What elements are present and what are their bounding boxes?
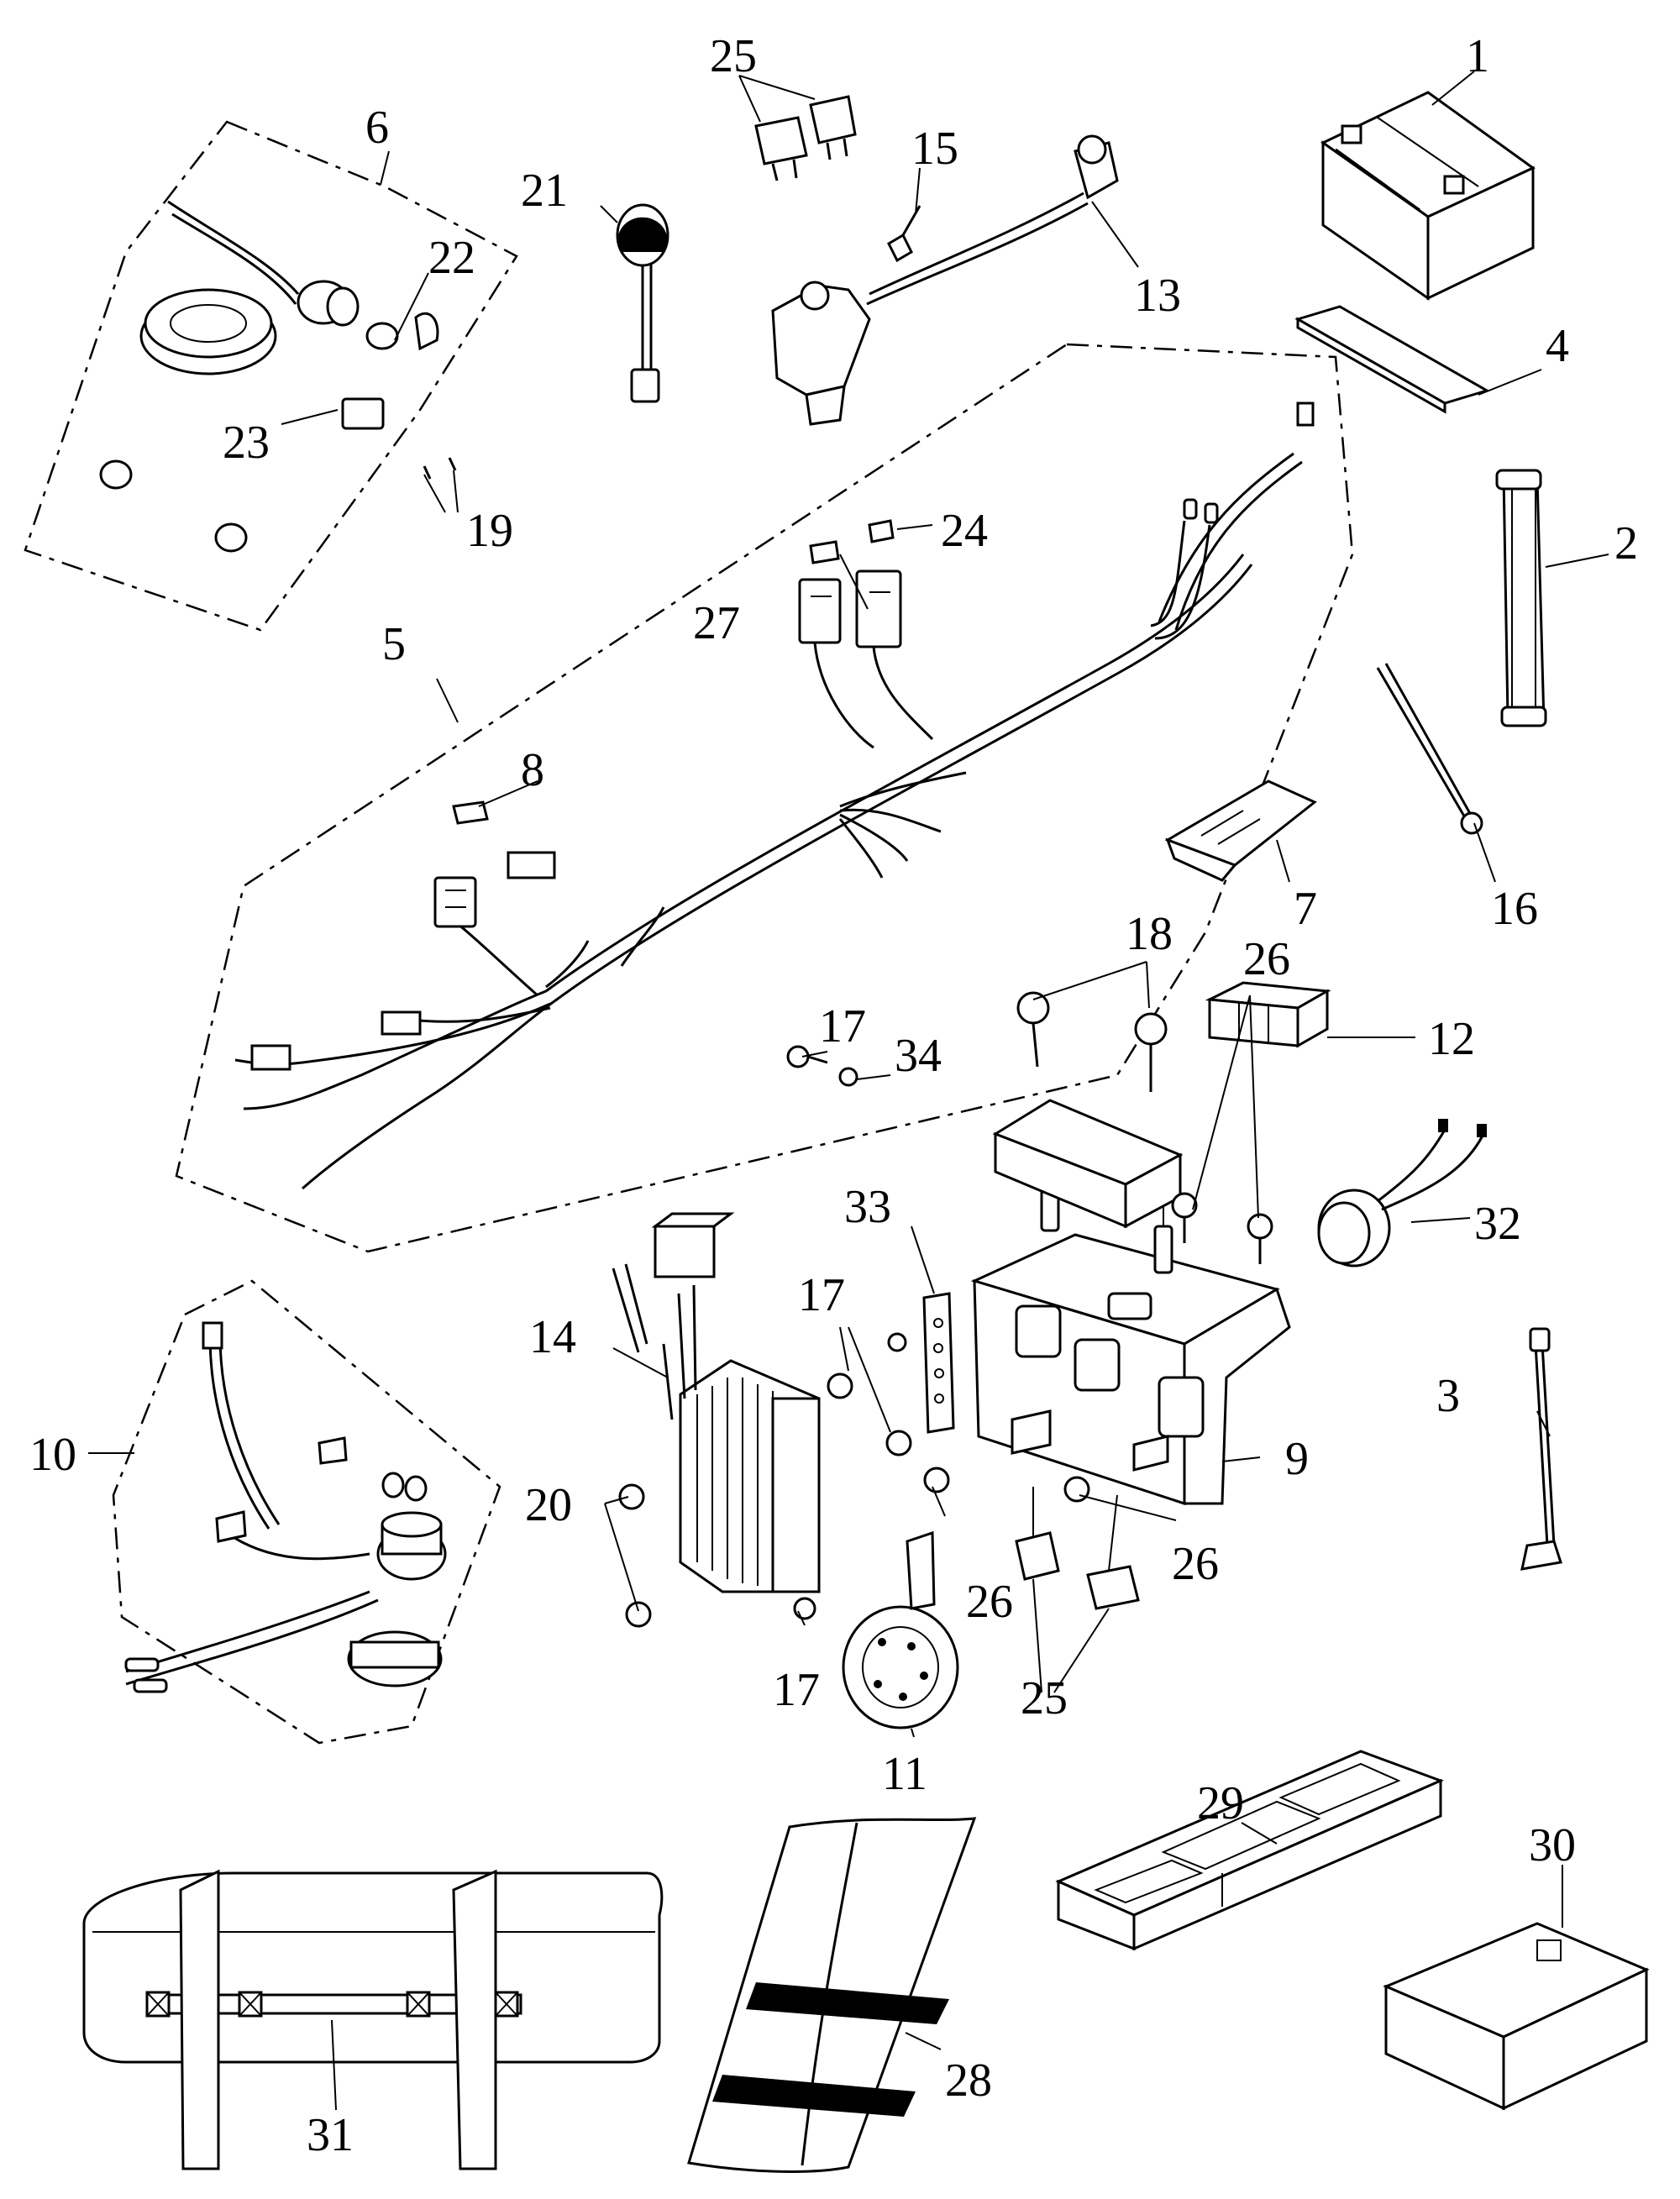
horn-icon (842, 1530, 959, 1729)
electrical-bracket-icon (970, 1142, 1291, 1506)
callout-32: 32 (1474, 1198, 1521, 1250)
regulator-rectifier-icon (612, 1212, 821, 1593)
kit-10-outline (112, 1279, 501, 1745)
starter-relay-kit-icon (124, 1321, 447, 1693)
callout-17c: 17 (773, 1664, 820, 1716)
callout-8: 8 (521, 744, 544, 796)
cable-tie-icon (1376, 663, 1483, 835)
callout-5: 5 (382, 618, 406, 670)
callout-9: 9 (1285, 1433, 1309, 1485)
box-icon (1383, 1922, 1650, 2111)
callout-1: 1 (1466, 30, 1489, 82)
battery-icon (1320, 91, 1536, 301)
callout-7: 7 (1294, 883, 1317, 935)
ignition-switch-kit-icon (99, 200, 457, 553)
spark-plug-icon (887, 205, 921, 263)
wire-harness-icon (234, 401, 1315, 1190)
callout-17a: 17 (819, 1000, 866, 1052)
callout-23: 23 (223, 417, 270, 469)
callout-18: 18 (1126, 908, 1173, 960)
callout-11: 11 (882, 1748, 927, 1800)
callout-2: 2 (1614, 517, 1638, 569)
callout-33: 33 (844, 1181, 891, 1233)
callout-6: 6 (365, 102, 389, 154)
callout-24: 24 (941, 505, 988, 557)
fuse-holder-bag-icon (1164, 779, 1317, 882)
leader-lines (88, 71, 1609, 2111)
callout-34: 34 (895, 1030, 942, 1082)
battery-strap-icon (1495, 469, 1547, 727)
callout-16: 16 (1491, 883, 1538, 935)
ground-cable-icon (1520, 1327, 1562, 1571)
callout-30: 30 (1529, 1819, 1576, 1871)
callout-29: 29 (1197, 1777, 1244, 1829)
callout-27: 27 (693, 597, 740, 649)
kit-6-outline (24, 120, 518, 632)
callout-26c: 26 (1172, 1538, 1219, 1590)
stay-plate-icon (922, 1292, 955, 1434)
callout-3: 3 (1436, 1370, 1460, 1422)
tool-case-icon (1055, 1750, 1445, 1951)
callout-21: 21 (521, 165, 568, 217)
callout-labels: 1 2 3 4 5 6 7 8 9 10 11 12 13 14 15 16 1… (29, 30, 1638, 2161)
callout-28: 28 (945, 2055, 992, 2107)
relay-icon (754, 95, 857, 181)
callout-31: 31 (307, 2109, 354, 2161)
callout-22: 22 (428, 232, 475, 284)
callout-15: 15 (911, 123, 958, 175)
switch-icon (1317, 1119, 1487, 1267)
callout-10: 10 (29, 1429, 76, 1481)
callout-25b: 25 (1021, 1672, 1068, 1724)
bolt-icon (618, 991, 1273, 1628)
callout-25a: 25 (710, 30, 757, 82)
indicator-switch-icon (616, 203, 669, 403)
cdi-unit-icon (1205, 981, 1331, 1048)
rubber-pad-icon (1294, 305, 1490, 414)
callout-20: 20 (525, 1479, 572, 1531)
ignition-coil-icon (771, 134, 1119, 426)
callout-26b: 26 (966, 1576, 1013, 1628)
callout-4: 4 (1546, 320, 1569, 372)
relay-bottom-icon (1015, 1487, 1140, 1610)
callout-14: 14 (529, 1311, 576, 1363)
kit-5-outline (175, 343, 1354, 1253)
cdi-mount-icon (992, 1099, 1184, 1229)
cover-sheet-icon (687, 1817, 977, 2173)
tool-bag-icon (82, 1869, 664, 2170)
callout-19: 19 (466, 505, 513, 557)
callout-26a: 26 (1243, 933, 1290, 985)
callout-12: 12 (1428, 1013, 1475, 1065)
callout-17b: 17 (798, 1269, 845, 1321)
callout-13: 13 (1134, 270, 1181, 322)
